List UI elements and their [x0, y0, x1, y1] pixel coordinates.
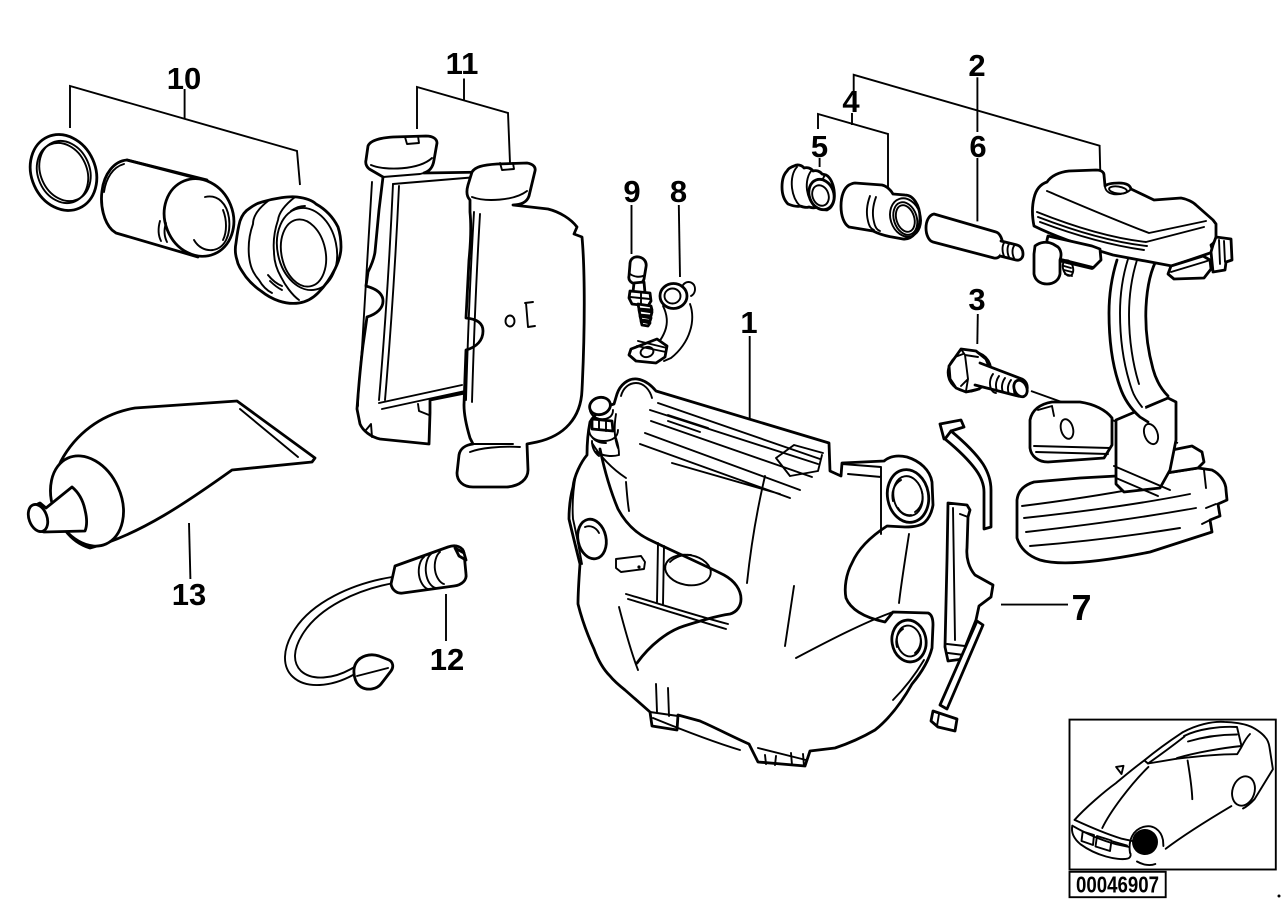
svg-text:13: 13 [172, 577, 206, 612]
svg-text:9: 9 [623, 174, 640, 209]
svg-text:4: 4 [842, 84, 860, 119]
svg-text:1: 1 [740, 305, 757, 340]
svg-text:11: 11 [446, 46, 479, 81]
svg-text:2: 2 [968, 48, 985, 83]
svg-text:5: 5 [811, 129, 828, 164]
svg-text:8: 8 [670, 174, 687, 209]
svg-text:3: 3 [968, 282, 985, 317]
svg-text:10: 10 [167, 61, 201, 96]
svg-text:12: 12 [430, 642, 464, 677]
svg-text:6: 6 [969, 129, 986, 164]
svg-text:00046907: 00046907 [1076, 872, 1159, 898]
svg-text:7: 7 [1071, 587, 1091, 628]
